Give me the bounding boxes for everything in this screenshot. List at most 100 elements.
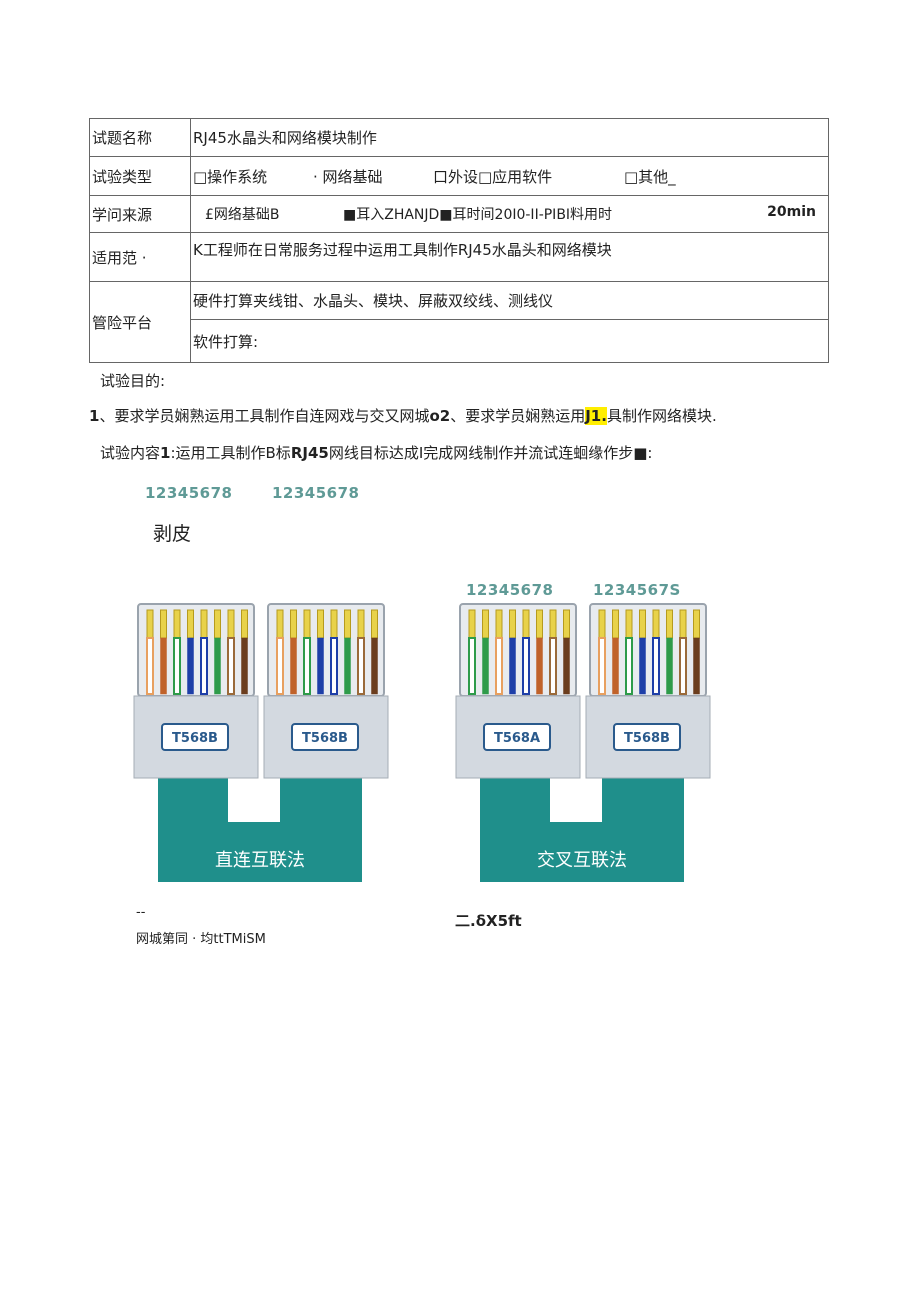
- content-number: 1: [160, 444, 171, 462]
- plug-label-box: [483, 723, 551, 751]
- contact-pin: [693, 609, 700, 639]
- purpose-text-d: 具制作网络模块.: [606, 407, 717, 425]
- wire-strand: [482, 637, 489, 695]
- pin-label-right-2: 1234567S: [593, 581, 681, 599]
- plug-label-box: [161, 723, 229, 751]
- wire-strand: [522, 637, 530, 695]
- wire-strand: [187, 637, 194, 695]
- contact-pin: [146, 609, 154, 639]
- pin-label-top-1: 12345678: [145, 484, 233, 502]
- contact-pin: [160, 609, 167, 639]
- experiment-type-options: □操作系统 · 网络基础 口外设□应用软件 □其他_: [190, 156, 829, 196]
- wire-strand: [549, 637, 557, 695]
- right-caption-text: 二.δX5ft: [455, 912, 522, 930]
- wire-strand: [317, 637, 324, 695]
- contact-pin: [241, 609, 248, 639]
- row-value: RJ45水晶头和网络模块制作: [190, 118, 829, 157]
- wire-strand: [146, 637, 154, 695]
- contact-pin: [509, 609, 516, 639]
- contact-pin: [214, 609, 221, 639]
- option-other: □其他_: [624, 167, 676, 186]
- rj45-plug-right: T568B: [263, 603, 389, 779]
- cable-shape: [480, 778, 684, 882]
- purpose-text-c: 、要求学员娴熟运用: [450, 407, 586, 425]
- wire-strand: [241, 637, 248, 695]
- row-label: 适用范 ·: [89, 232, 191, 282]
- contact-pin: [173, 609, 181, 639]
- diagram-caption: 交叉互联法: [537, 850, 627, 871]
- software-value: 软件打算:: [190, 319, 829, 363]
- pin-label-right-1: 12345678: [466, 581, 554, 599]
- row-label: 试验类型: [89, 156, 191, 196]
- wire-strand: [200, 637, 208, 695]
- rj45-plug-left: T568B: [133, 603, 259, 779]
- plug-label-box: [291, 723, 359, 751]
- contact-pin: [563, 609, 570, 639]
- wire-strand: [612, 637, 619, 695]
- table-row: 软件打算:: [90, 319, 829, 363]
- table-row: 管险平台 硬件打算夹线钳、水晶头、模块、屏蔽双绞线、测线仪: [89, 281, 829, 363]
- contact-pin: [187, 609, 194, 639]
- wire-strand: [679, 637, 687, 695]
- rj45-plug-right: T568B: [585, 603, 711, 779]
- wire-strand: [214, 637, 221, 695]
- contact-pin: [468, 609, 476, 639]
- contact-pin: [666, 609, 673, 639]
- contact-pin: [200, 609, 208, 639]
- content-line: 试验内容1:运用工具制作B标RJ45网线目标达成I完成网线制作并流试连蛔缘作步■…: [100, 442, 652, 463]
- rj45-plug-left: T568A: [455, 603, 581, 779]
- contact-pin: [371, 609, 378, 639]
- wire-strand: [693, 637, 700, 695]
- content-rest: 网线目标达成I完成网线制作并流试连蛔缘作步■:: [328, 444, 653, 462]
- info-table: 试题名称 RJ45水晶头和网络模块制作 试验类型 □操作系统 · 网络基础 口外设□…: [89, 118, 829, 363]
- wire-strand: [290, 637, 297, 695]
- pin-label-top-2: 12345678: [272, 484, 360, 502]
- contact-pin: [495, 609, 503, 639]
- content-rj45: RJ45: [290, 444, 329, 462]
- wire-strand: [160, 637, 167, 695]
- option-peripheral: 口外设□应用软件: [433, 167, 553, 186]
- dash-mark: --: [136, 905, 146, 920]
- contact-pin: [549, 609, 557, 639]
- content-lead: 试验内容: [100, 444, 161, 462]
- plug-label: T568B: [172, 731, 218, 746]
- strip-label: 剥皮: [153, 523, 192, 545]
- contact-pin: [536, 609, 543, 639]
- wire-strand: [563, 637, 570, 695]
- content-text: :运用工具制作B标: [170, 444, 291, 462]
- purpose-line: 1、要求学员娴熟运用工具制作自连网戏与交又网城o2、要求学员娴熟运用J1.具制作…: [89, 405, 717, 426]
- row-label: 管险平台: [89, 281, 191, 363]
- hardware-value: 硬件打算夹线钳、水晶头、模块、屏蔽双绞线、测线仪: [190, 281, 829, 320]
- wire-strand: [303, 637, 311, 695]
- contact-pin: [625, 609, 633, 639]
- source-b: ■耳入ZHANJD■耳时间20I0-II-PIBI料用时: [343, 207, 613, 223]
- wire-strand: [639, 637, 646, 695]
- wire-strand: [495, 637, 503, 695]
- plug-label: T568B: [624, 731, 670, 746]
- highlighted-text: J1.: [585, 407, 607, 425]
- row-label: 试题名称: [89, 118, 191, 157]
- contact-pin: [612, 609, 619, 639]
- purpose-text-a: 、要求学员娴熟运用工具制作自连网戏与交又网城: [99, 407, 430, 425]
- source-a: £网络基础B: [205, 207, 280, 223]
- diagram-caption: 直连互联法: [215, 850, 305, 871]
- table-row: 试题名称 RJ45水晶头和网络模块制作: [89, 118, 829, 157]
- wire-strand: [173, 637, 181, 695]
- contact-pin: [330, 609, 338, 639]
- purpose-text-b: o2: [429, 407, 451, 425]
- wire-strand: [276, 637, 284, 695]
- wire-strand: [468, 637, 476, 695]
- scope-value: K工程师在日常服务过程中运用工具制作RJ45水晶头和网络模块: [190, 232, 829, 282]
- cable-shape: [158, 778, 362, 882]
- contact-pin: [357, 609, 365, 639]
- option-network: · 网络基础: [313, 167, 383, 186]
- table-row: 试验类型 □操作系统 · 网络基础 口外设□应用软件 □其他_: [89, 156, 829, 196]
- contact-pin: [276, 609, 284, 639]
- crossover-diagram: T568A T568B 交叉互联法: [455, 603, 711, 882]
- contact-pin: [303, 609, 311, 639]
- plug-label: T568B: [302, 731, 348, 746]
- contact-pin: [344, 609, 351, 639]
- wire-strand: [509, 637, 516, 695]
- option-os: □操作系统: [193, 167, 268, 186]
